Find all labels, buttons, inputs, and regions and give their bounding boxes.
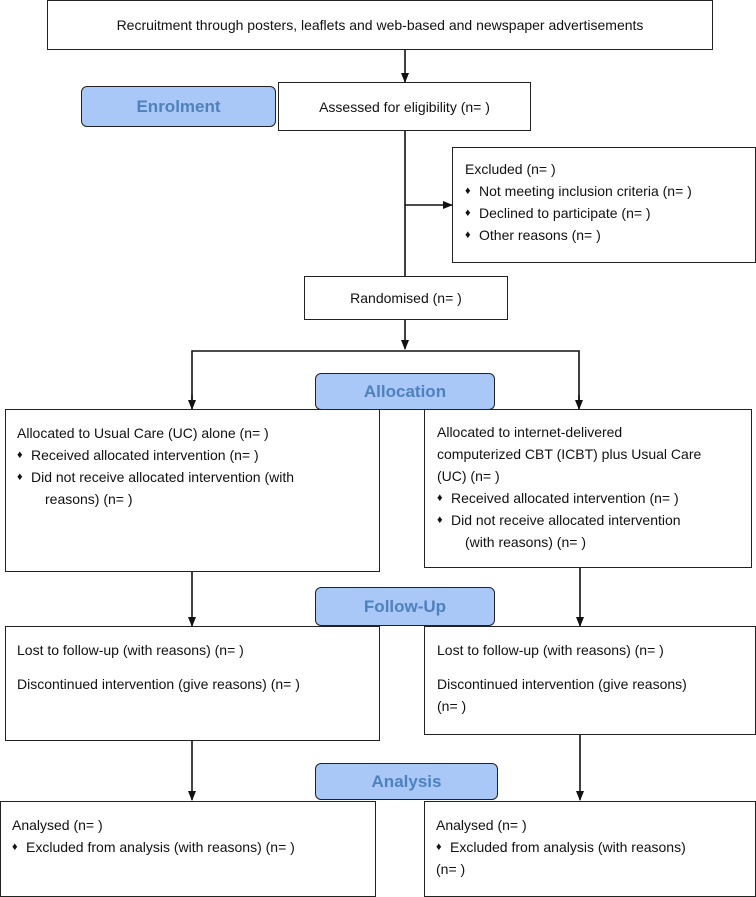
excluded-from-analysis-text: Excluded from analysis (with reasons) xyxy=(450,839,686,855)
followup-right-box: Lost to follow-up (with reasons) (n= ) D… xyxy=(424,626,756,735)
analysis-stage-label: Analysis xyxy=(315,763,498,800)
analysis-right-box: Analysed (n= ) ♦ Excluded from analysis … xyxy=(424,801,756,897)
randomised-text: Randomised (n= ) xyxy=(350,290,462,306)
bullet-icon: ♦ xyxy=(17,471,23,483)
analysis-label-text: Analysis xyxy=(371,771,442,791)
follow-up-label-text: Follow-Up xyxy=(363,596,447,616)
discontinued-continuation: (n= ) xyxy=(437,698,467,714)
enrolment-label-text: Enrolment xyxy=(136,96,221,116)
bullet-icon: ♦ xyxy=(465,185,471,197)
eligibility-text: Assessed for eligibility (n= ) xyxy=(319,98,490,115)
excluded-item-text: Declined to participate (n= ) xyxy=(479,205,651,221)
bullet-icon: ♦ xyxy=(437,514,443,526)
received-text: Received allocated intervention (n= ) xyxy=(451,490,679,506)
analysis-left-box: Analysed (n= ) ♦ Excluded from analysis … xyxy=(0,801,376,897)
discontinued-text: Discontinued intervention (give reasons) xyxy=(437,676,687,692)
received-text: Received allocated intervention (n= ) xyxy=(31,447,259,463)
randomised-box: Randomised (n= ) xyxy=(304,276,508,320)
analysed-text: Analysed (n= ) xyxy=(436,817,527,833)
excluded-item: ♦ Declined to participate (n= ) xyxy=(465,202,755,224)
allocation-right-title-line: computerized CBT (ICBT) plus Usual Care xyxy=(437,446,702,462)
allocation-left-box: Allocated to Usual Care (UC) alone (n= )… xyxy=(5,409,380,572)
excluded-item-text: Other reasons (n= ) xyxy=(479,227,601,243)
bullet-icon: ♦ xyxy=(465,229,471,241)
excluded-from-analysis-continuation: (n= ) xyxy=(436,861,466,877)
excluded-box: Excluded (n= ) ♦ Not meeting inclusion c… xyxy=(452,147,756,263)
allocation-right-not-received: ♦ Did not receive allocated intervention xyxy=(437,509,751,531)
not-received-continuation: (with reasons) (n= ) xyxy=(465,534,586,550)
allocation-left-received: ♦ Received allocated intervention (n= ) xyxy=(17,444,379,466)
lost-to-followup-text: Lost to follow-up (with reasons) (n= ) xyxy=(17,642,244,658)
allocation-right-title-line: Allocated to internet-delivered xyxy=(437,424,623,440)
split-line xyxy=(191,350,580,408)
follow-up-stage-label: Follow-Up xyxy=(315,587,495,626)
excluded-item-text: Not meeting inclusion criteria (n= ) xyxy=(479,183,692,199)
bullet-icon: ♦ xyxy=(12,841,18,853)
not-received-continuation: reasons) (n= ) xyxy=(45,491,133,507)
bullet-icon: ♦ xyxy=(17,449,23,461)
bullet-icon: ♦ xyxy=(436,841,442,853)
followup-left-box: Lost to follow-up (with reasons) (n= ) D… xyxy=(5,626,380,741)
excluded-item: ♦ Other reasons (n= ) xyxy=(465,224,755,246)
allocation-label-text: Allocation xyxy=(363,381,447,401)
bullet-icon: ♦ xyxy=(465,207,471,219)
allocation-left-not-received: ♦ Did not receive allocated intervention… xyxy=(17,466,379,488)
allocation-right-box: Allocated to internet-delivered computer… xyxy=(424,409,752,568)
allocation-stage-label: Allocation xyxy=(315,373,495,410)
excluded-from-analysis-text: Excluded from analysis (with reasons) (n… xyxy=(26,839,295,855)
lost-to-followup-text: Lost to follow-up (with reasons) (n= ) xyxy=(437,642,664,658)
allocation-left-title: Allocated to Usual Care (UC) alone (n= ) xyxy=(17,425,269,441)
excluded-from-analysis: ♦ Excluded from analysis (with reasons) … xyxy=(12,836,375,858)
excluded-from-analysis: ♦ Excluded from analysis (with reasons) xyxy=(436,836,755,858)
eligibility-box: Assessed for eligibility (n= ) xyxy=(278,82,531,131)
excluded-title: Excluded (n= ) xyxy=(465,161,556,177)
not-received-text: Did not receive allocated intervention (… xyxy=(31,469,295,485)
allocation-right-received: ♦ Received allocated intervention (n= ) xyxy=(437,487,751,509)
bullet-icon: ♦ xyxy=(437,492,443,504)
recruitment-text: Recruitment through posters, leaflets an… xyxy=(116,17,644,33)
recruitment-box: Recruitment through posters, leaflets an… xyxy=(47,0,713,50)
discontinued-text: Discontinued intervention (give reasons)… xyxy=(17,676,300,692)
enrolment-stage-label: Enrolment xyxy=(81,86,276,127)
allocation-right-title-line: (UC) (n= ) xyxy=(437,468,500,484)
not-received-text: Did not receive allocated intervention xyxy=(451,512,681,528)
analysed-text: Analysed (n= ) xyxy=(12,817,103,833)
excluded-item: ♦ Not meeting inclusion criteria (n= ) xyxy=(465,180,755,202)
